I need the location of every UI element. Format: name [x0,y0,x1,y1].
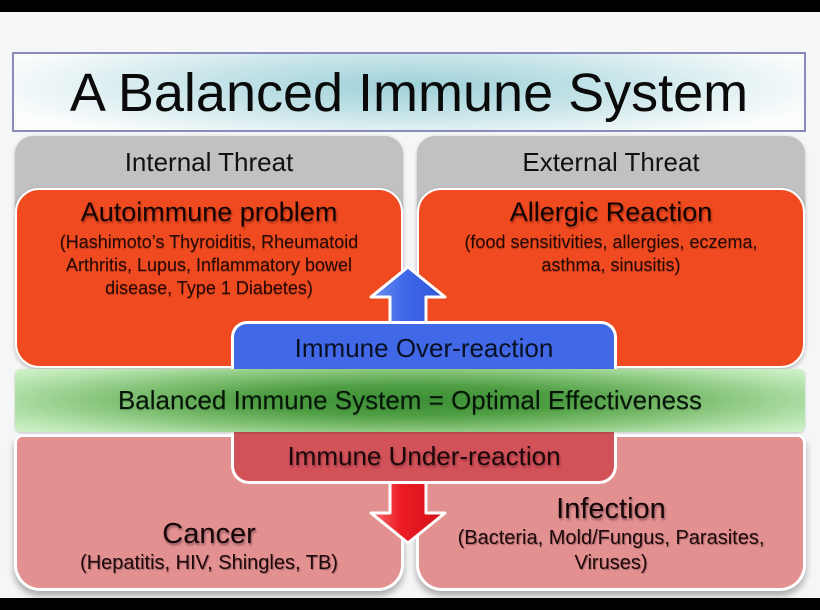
balanced-immune-label: Balanced Immune System = Optimal Effecti… [117,385,703,415]
cancer-detail: (Hepatitis, HIV, Shingles, TB) [80,552,338,574]
immune-under-reaction-box: Immune Under-reaction [231,432,617,484]
internal-threat-header-label: Internal Threat [124,147,294,177]
letterbox-bottom-bar [0,598,820,610]
allergic-reaction-detail: (food sensitivities, allergies, eczema, … [464,232,758,276]
immune-over-reaction-label: Immune Over-reaction [294,333,554,363]
external-threat-header-label: External Threat [522,147,700,177]
cancer-heading: Cancer [162,518,256,550]
immune-under-reaction-label: Immune Under-reaction [287,441,561,471]
down-arrow-icon [369,478,447,545]
infection-heading: Infection [556,493,666,525]
autoimmune-problem-detail: (Hashimoto’s Thyroiditis, Rheumatoid Art… [59,232,359,299]
autoimmune-problem-heading: Autoimmune problem [80,197,338,227]
page-title: A Balanced Immune System [12,52,806,132]
up-arrow-icon [369,265,447,326]
slide-canvas: A Balanced Immune System Internal Threat… [0,12,820,598]
letterbox-top-bar [0,0,820,12]
allergic-reaction-box: Allergic Reaction (food sensitivities, a… [417,188,805,368]
infection-detail: (Bacteria, Mold/Fungus, Parasites, Virus… [457,527,765,574]
immune-over-reaction-box: Immune Over-reaction [231,321,617,371]
allergic-reaction-heading: Allergic Reaction [509,197,713,227]
balanced-immune-band: Balanced Immune System = Optimal Effecti… [15,369,805,432]
page-title-text: A Balanced Immune System [69,63,749,123]
